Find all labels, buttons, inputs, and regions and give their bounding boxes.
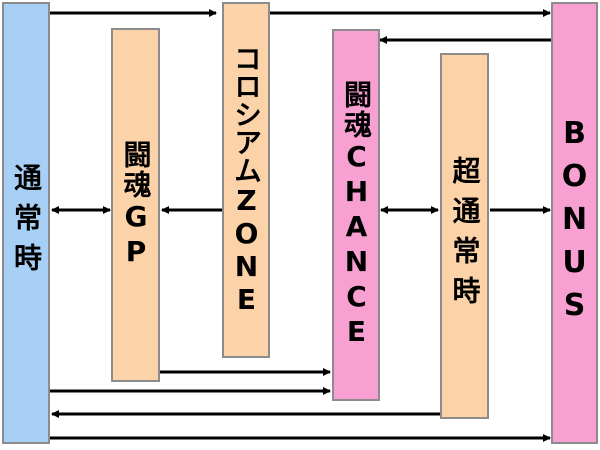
node-zone-label: コロシアムZONE bbox=[230, 44, 263, 316]
node-super: 超通常時 bbox=[440, 53, 489, 419]
node-normal-label: 通常時 bbox=[10, 163, 43, 283]
node-bonus-label: BONUS bbox=[557, 115, 592, 331]
node-super-label: 超通常時 bbox=[448, 156, 482, 316]
node-gp-label: 闘魂GP bbox=[119, 140, 153, 270]
node-gp: 闘魂GP bbox=[111, 28, 160, 382]
node-chance-label: 闘魂CHANCE bbox=[340, 80, 373, 350]
node-chance: 闘魂CHANCE bbox=[332, 29, 380, 401]
node-zone: コロシアムZONE bbox=[222, 2, 270, 358]
node-normal: 通常時 bbox=[2, 2, 50, 444]
node-bonus: BONUS bbox=[551, 2, 598, 444]
